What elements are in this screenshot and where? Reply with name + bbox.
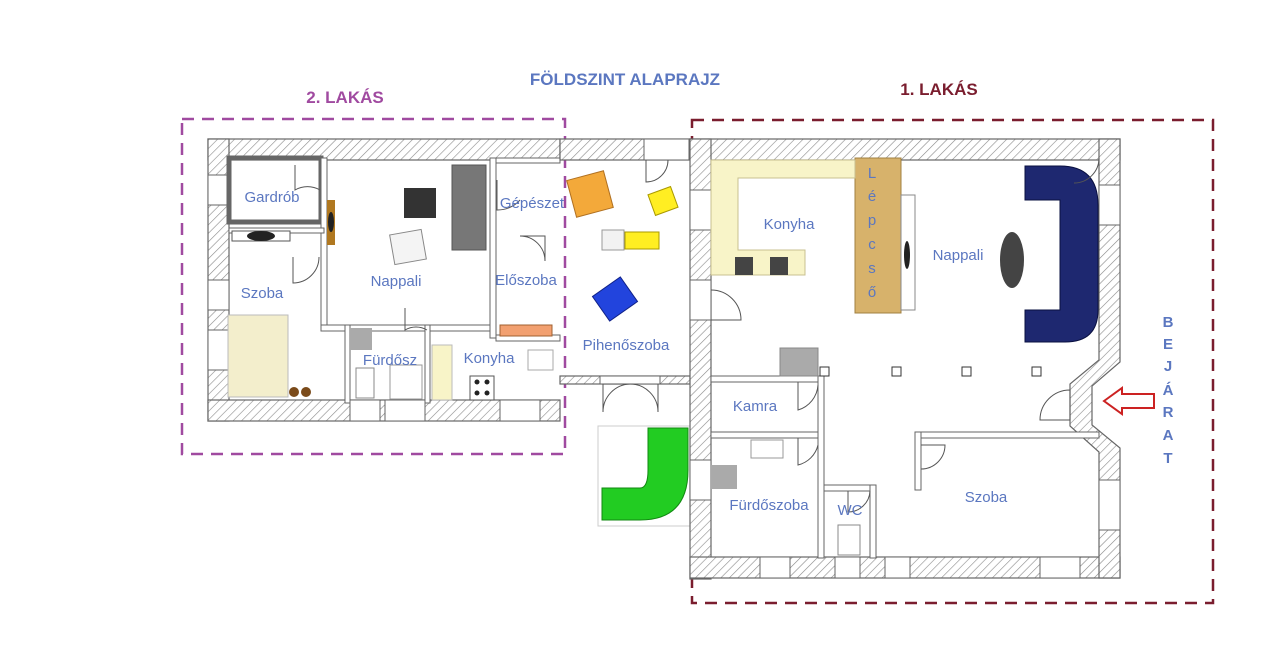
- apt1-label: 1. LAKÁS: [900, 80, 977, 99]
- bed-furniture: [227, 314, 289, 398]
- svg-text:E: E: [1163, 336, 1173, 353]
- apt1-boundary: [690, 118, 1215, 605]
- sofa-furniture: [451, 164, 487, 251]
- svg-text:p: p: [868, 212, 876, 229]
- room-label-gardrob: Gardrób: [244, 189, 299, 206]
- room-label-nappali2: Nappali: [371, 273, 422, 290]
- table-furniture: [404, 188, 436, 218]
- svg-text:L: L: [868, 165, 876, 182]
- coffee-table: [1000, 232, 1024, 288]
- stairs-label: L é p c s ő: [868, 165, 876, 301]
- room-label-wc: WC: [838, 502, 863, 519]
- room-label-konyha1: Konyha: [764, 216, 816, 233]
- room-label-szoba1: Szoba: [965, 489, 1008, 506]
- yellow-bench: [624, 231, 660, 250]
- room-label-gepeszet: Gépészet: [500, 195, 565, 212]
- wall-right-entrance: [1069, 138, 1121, 579]
- green-corner-sofa: [601, 427, 689, 521]
- svg-text:A: A: [1163, 427, 1174, 444]
- yellow-chair: [647, 185, 679, 217]
- svg-text:s: s: [868, 260, 876, 277]
- svg-text:R: R: [1163, 404, 1174, 421]
- wall-top-right: [689, 138, 1121, 161]
- shoe-cabinet: [499, 324, 553, 337]
- ceiling-fan-icon: [247, 231, 275, 241]
- apt2-boundary: [180, 117, 567, 456]
- staircase: [854, 157, 902, 314]
- svg-text:J: J: [1164, 358, 1172, 375]
- room-label-pihenoszoba: Pihenőszoba: [583, 337, 670, 354]
- blue-chair: [591, 276, 639, 322]
- room-label-szoba2: Szoba: [241, 285, 284, 302]
- apt2-label: 2. LAKÁS: [306, 88, 383, 107]
- room-label-nappali1: Nappali: [933, 247, 984, 264]
- svg-text:é: é: [868, 188, 876, 205]
- wall-bottom-left: [207, 399, 561, 422]
- room-label-kamra: Kamra: [733, 398, 778, 415]
- room-label-konyha2: Konyha: [464, 350, 516, 367]
- svg-text:c: c: [868, 236, 876, 253]
- armchair-furniture: [389, 228, 427, 266]
- svg-text:ő: ő: [868, 284, 876, 301]
- room-label-eloszoba: Előszoba: [495, 272, 557, 289]
- room-label-furdo2: Fürdősz: [363, 352, 417, 369]
- page-title: FÖLDSZINT ALAPRAJZ: [530, 70, 720, 89]
- orange-armchair: [566, 170, 614, 218]
- entrance-label: B E J Á R A T: [1163, 314, 1174, 467]
- svg-text:B: B: [1163, 314, 1174, 331]
- room-label-furdo1: Fürdőszoba: [729, 497, 809, 514]
- dark-corner-sofa: [1024, 165, 1099, 343]
- svg-text:T: T: [1163, 450, 1172, 467]
- kitchen-counter: [431, 344, 453, 401]
- entrance-arrow-icon: [1102, 386, 1155, 416]
- svg-text:Á: Á: [1163, 382, 1174, 399]
